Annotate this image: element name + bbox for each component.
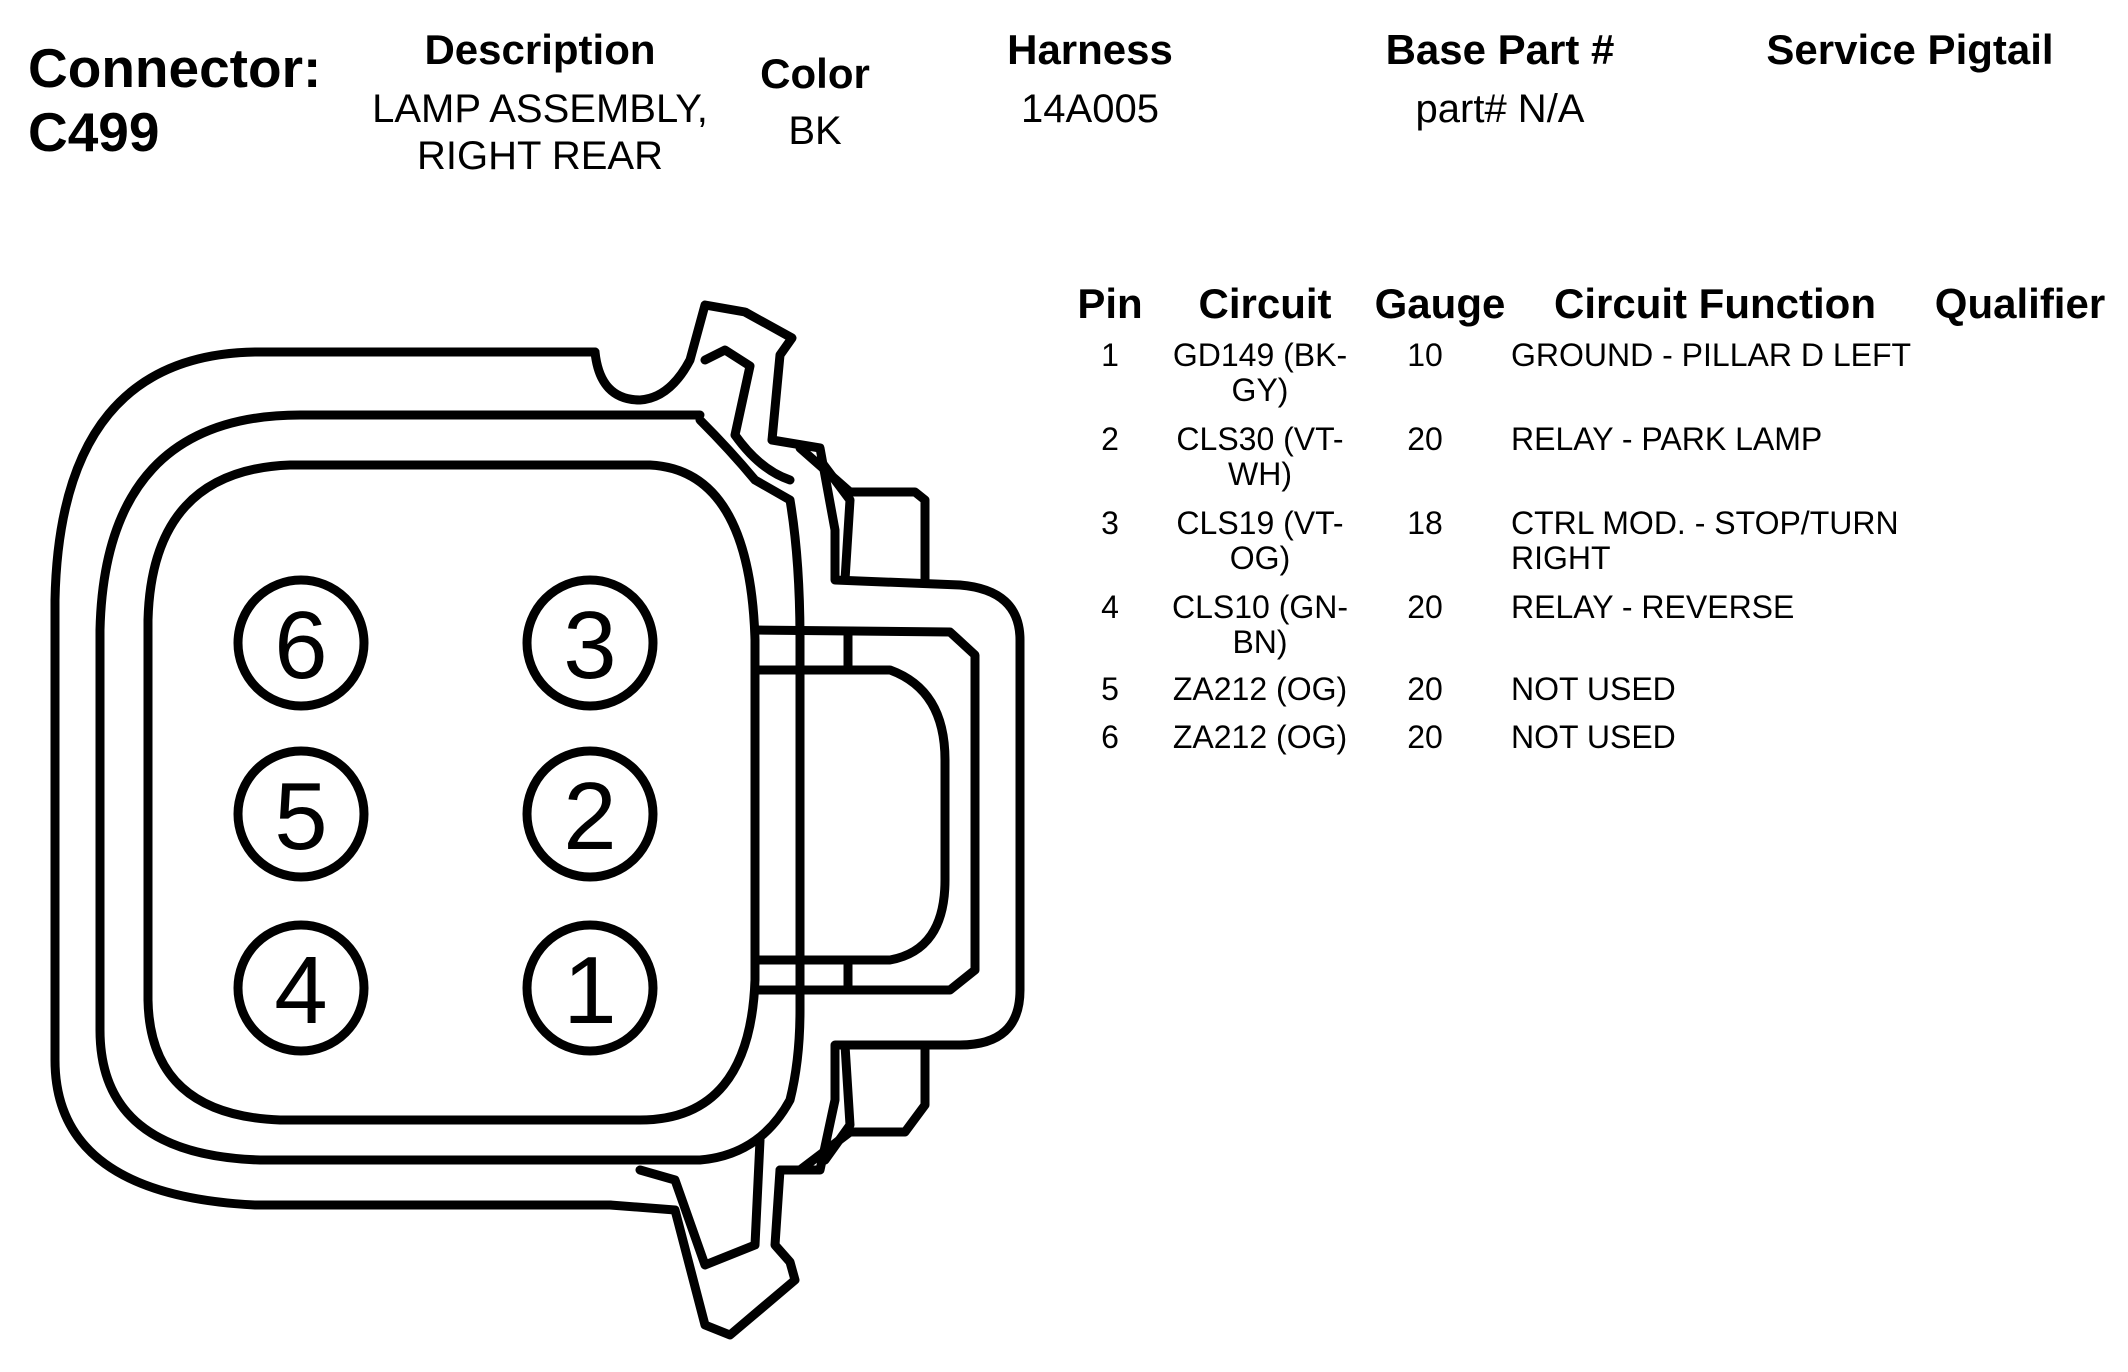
pin-2-label: 2 bbox=[563, 763, 616, 870]
pin-6-label: 6 bbox=[274, 592, 327, 699]
gauge-cell: 20 bbox=[1407, 421, 1443, 457]
circuit-line-1: CLS10 (GN- bbox=[1171, 589, 1349, 625]
table-row: 5 ZA212 (OG) 20 NOT USED bbox=[1075, 672, 2125, 720]
function-cell: NOT USED bbox=[1511, 672, 1981, 707]
connector-title: Connector: C499 bbox=[28, 36, 321, 164]
circuit-line-2: GY) bbox=[1231, 372, 1289, 408]
table-row: 2 CLS30 (VT- WH) 20 RELAY - PARK LAMP bbox=[1075, 422, 2125, 506]
circuit-line-2: WH) bbox=[1228, 456, 1292, 492]
tab-inner-notch bbox=[700, 345, 795, 485]
description-line-2: RIGHT REAR bbox=[417, 134, 663, 178]
pin-6-circle bbox=[233, 575, 369, 711]
circuit-line-1: GD149 (BK- bbox=[1172, 337, 1348, 373]
circuit-cell: ZA212 (OG) bbox=[1165, 720, 1355, 755]
function-line-1: NOT USED bbox=[1511, 719, 1676, 755]
connector-face-diagram: 6 3 5 2 4 1 bbox=[40, 290, 1030, 1350]
pin-4-label: 4 bbox=[274, 937, 327, 1044]
connector-label: Connector: bbox=[28, 37, 322, 99]
connector-outline-svg: 6 3 5 2 4 1 bbox=[50, 300, 1025, 1340]
color-value: BK bbox=[788, 109, 842, 153]
harness-value: 14A005 bbox=[1021, 87, 1159, 131]
function-line-1: RELAY - PARK LAMP bbox=[1511, 421, 1823, 457]
pin-table: 1 GD149 (BK- GY) 10 GROUND - PILLAR D LE… bbox=[1075, 338, 2125, 768]
function-cell: NOT USED bbox=[1511, 720, 1981, 755]
description-line-1: LAMP ASSEMBLY, bbox=[372, 87, 708, 131]
circuit-cell: GD149 (BK- GY) bbox=[1165, 338, 1355, 408]
table-row: 6 ZA212 (OG) 20 NOT USED bbox=[1075, 720, 2125, 768]
function-line-1: CTRL MOD. - STOP/TURN bbox=[1511, 505, 1899, 541]
gauge-cell: 10 bbox=[1407, 337, 1443, 373]
latch-inner bbox=[750, 665, 950, 965]
pin-cell: 6 bbox=[1101, 719, 1119, 755]
top-lock-tab bbox=[590, 300, 797, 445]
pin-column-header: Pin bbox=[1077, 280, 1143, 327]
circuit-line-1: ZA212 (OG) bbox=[1172, 719, 1348, 755]
lower-step-inner bbox=[820, 1040, 855, 1165]
housing-right-side bbox=[767, 435, 1025, 1175]
latch-outer bbox=[750, 625, 980, 995]
base-part-header: Base Part # bbox=[1385, 26, 1615, 73]
pin-2-circle bbox=[522, 746, 658, 882]
housing-outer-outline bbox=[50, 347, 615, 1210]
lower-step bbox=[795, 1040, 930, 1175]
pin-1-circle bbox=[522, 920, 658, 1056]
harness-header: Harness bbox=[1007, 26, 1173, 73]
pin-5-circle bbox=[233, 746, 369, 882]
circuit-cell: CLS19 (VT- OG) bbox=[1165, 506, 1355, 576]
gauge-cell: 20 bbox=[1407, 589, 1443, 625]
function-cell: CTRL MOD. - STOP/TURN RIGHT bbox=[1511, 506, 1981, 576]
description-value: LAMP ASSEMBLY, RIGHT REAR bbox=[340, 86, 740, 180]
pin-5-label: 5 bbox=[274, 763, 327, 870]
base-part-value: part# N/A bbox=[1415, 87, 1585, 131]
pin-cell: 1 bbox=[1101, 337, 1119, 373]
function-cell: GROUND - PILLAR D LEFT bbox=[1511, 338, 1981, 373]
circuit-line-2: BN) bbox=[1232, 624, 1288, 660]
pin-cell: 3 bbox=[1101, 505, 1119, 541]
service-pigtail-header: Service Pigtail bbox=[1766, 26, 2054, 73]
pin-cell: 5 bbox=[1101, 671, 1119, 707]
function-line-2: RIGHT bbox=[1511, 540, 1611, 576]
circuit-line-2: OG) bbox=[1229, 540, 1291, 576]
qualifier-column-header: Qualifier bbox=[1934, 280, 2106, 327]
table-row: 1 GD149 (BK- GY) 10 GROUND - PILLAR D LE… bbox=[1075, 338, 2125, 422]
upper-step-inner bbox=[815, 455, 855, 585]
circuit-line-1: CLS19 (VT- bbox=[1176, 505, 1344, 541]
circuit-cell: ZA212 (OG) bbox=[1165, 672, 1355, 707]
color-header: Color bbox=[760, 50, 870, 97]
pin-1-label: 1 bbox=[563, 937, 616, 1044]
function-line-1: GROUND - PILLAR D LEFT bbox=[1511, 337, 1912, 373]
circuit-cell: CLS30 (VT- WH) bbox=[1165, 422, 1355, 492]
function-cell: RELAY - REVERSE bbox=[1511, 590, 1981, 625]
pin-cell: 2 bbox=[1101, 421, 1119, 457]
housing-middle-outline bbox=[95, 410, 805, 1165]
description-header: Description bbox=[424, 26, 656, 73]
upper-step bbox=[795, 443, 930, 585]
housing-inner-cavity bbox=[143, 460, 760, 1125]
function-line-1: NOT USED bbox=[1511, 671, 1676, 707]
connector-id: C499 bbox=[28, 101, 160, 163]
gauge-cell: 18 bbox=[1407, 505, 1443, 541]
function-cell: RELAY - PARK LAMP bbox=[1511, 422, 1981, 457]
function-line-1: RELAY - REVERSE bbox=[1511, 589, 1795, 625]
pin-4-circle bbox=[233, 920, 369, 1056]
table-row: 3 CLS19 (VT- OG) 18 CTRL MOD. - STOP/TUR… bbox=[1075, 506, 2125, 590]
circuit-cell: CLS10 (GN- BN) bbox=[1165, 590, 1355, 660]
gauge-cell: 20 bbox=[1407, 671, 1443, 707]
pin-3-label: 3 bbox=[563, 592, 616, 699]
bottom-lock-tab bbox=[605, 1165, 800, 1340]
gauge-cell: 20 bbox=[1407, 719, 1443, 755]
circuit-line-1: ZA212 (OG) bbox=[1172, 671, 1348, 707]
circuit-line-1: CLS30 (VT- bbox=[1176, 421, 1344, 457]
pin-cell: 4 bbox=[1101, 589, 1119, 625]
circuit-column-header: Circuit bbox=[1198, 280, 1332, 327]
function-column-header: Circuit Function bbox=[1554, 280, 1876, 327]
table-row: 4 CLS10 (GN- BN) 20 RELAY - REVERSE bbox=[1075, 590, 2125, 672]
gauge-column-header: Gauge bbox=[1374, 280, 1506, 327]
bottom-tab-inner bbox=[635, 1135, 765, 1270]
pin-3-circle bbox=[522, 575, 658, 711]
